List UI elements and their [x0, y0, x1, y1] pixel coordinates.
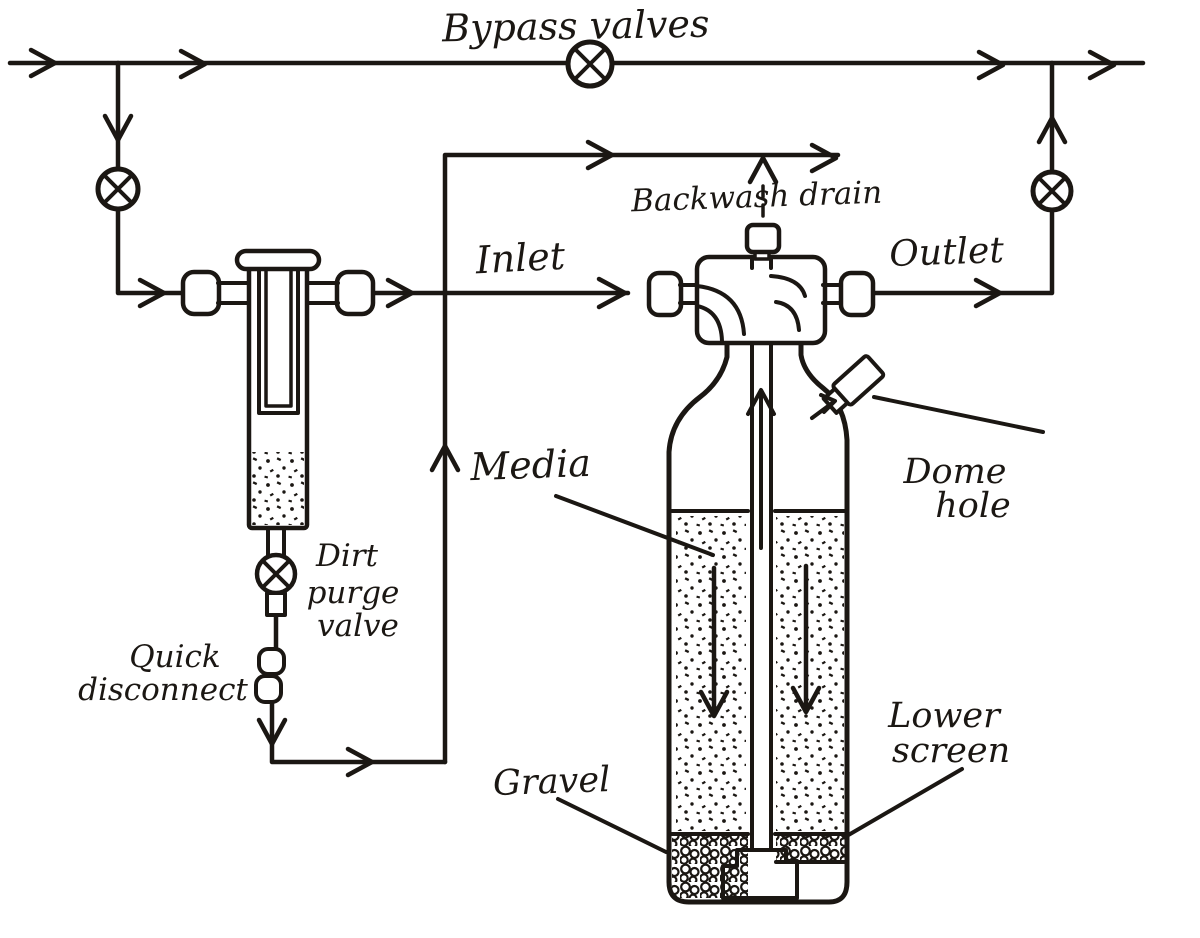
media-tank	[646, 222, 886, 905]
gravel-pointer-line	[556, 797, 668, 854]
media-bed-left	[676, 516, 746, 831]
flow-arrow-icon	[429, 443, 461, 473]
purge-outlet-stub	[265, 591, 287, 617]
dirt-purge-valve-icon	[254, 552, 298, 596]
head-internal-passages	[695, 274, 807, 343]
outlet-shutoff-valve-icon	[1030, 169, 1074, 213]
dirt-purge-valve-label-line3: valve	[317, 608, 399, 644]
tank-inlet-nut	[646, 270, 684, 318]
flow-arrow-icon	[345, 746, 375, 778]
flow-arrow-icon	[973, 277, 1003, 309]
filter-outlet-nut	[334, 269, 376, 317]
filter-cap	[234, 248, 322, 272]
bypass-valves-label: Bypass valves	[441, 2, 710, 51]
dome-hole-pointer-line	[872, 395, 1045, 434]
riser-tube	[750, 266, 773, 850]
trapped-dirt-specks	[252, 452, 304, 525]
flow-arrow-icon	[809, 142, 839, 174]
sediment-filter	[180, 248, 376, 704]
backwash-drain-label: Backwash drain	[630, 175, 883, 220]
flow-arrow-icon	[596, 276, 628, 310]
flow-arrow-icon	[137, 277, 167, 309]
dome-hole-label-line2: hole	[935, 486, 1011, 526]
quick-disconnect-fitting-bottom	[254, 674, 283, 704]
labels: Bypass valves Backwash drain Inlet Outle…	[78, 2, 1011, 804]
gravel-label: Gravel	[492, 760, 611, 804]
tank-body-outline	[666, 340, 850, 905]
lower-screen-label-line2: screen	[892, 731, 1010, 771]
riser-into-head	[750, 256, 773, 270]
label-pointers	[554, 395, 1045, 854]
flow-arrow-icon	[178, 48, 208, 80]
dirt-purge-valve-label-line2: purge	[307, 575, 400, 611]
lower-screen-block	[721, 848, 799, 900]
up-flow-arrow-riser	[746, 388, 776, 550]
tank-outlet-nut	[838, 270, 876, 318]
tank-port-pipes	[678, 283, 843, 305]
media-pointer-line	[554, 494, 715, 557]
media-bed-right	[776, 516, 844, 831]
filter-drain-stub	[266, 526, 286, 558]
inlet-drop-pipe	[102, 60, 186, 309]
outlet-pipe	[869, 60, 1068, 309]
control-head	[694, 254, 828, 346]
quick-disconnect-fitting-top	[257, 647, 286, 676]
flow-arrow-icon	[28, 47, 58, 79]
quick-disconnect-label-line2: disconnect	[78, 672, 248, 708]
purge-drain-pipe	[256, 613, 448, 778]
inlet-label: Inlet	[474, 234, 567, 283]
flow-arrow-icon	[747, 155, 779, 185]
down-flow-arrow-right	[790, 563, 822, 715]
filter-element-inner	[264, 267, 293, 408]
flow-arrow-icon	[102, 113, 134, 143]
lower-screen-pointer-line	[843, 767, 964, 839]
dome-hole-arrow-icon	[810, 393, 837, 420]
dirt-purge-valve-label-line1: Dirt	[315, 538, 379, 574]
flow-arrow-icon	[1036, 115, 1068, 145]
bypass-valve-icon	[565, 39, 615, 89]
lower-screen-label-line1: Lower	[887, 696, 1002, 736]
backwash-drain-pipe	[429, 139, 841, 765]
flow-arrow-icon	[256, 717, 288, 747]
filter-inlet-nut	[180, 269, 222, 317]
dome-hole-label-line1: Dome	[902, 452, 1006, 492]
filter-element-outer	[257, 267, 300, 415]
flow-arrow-icon	[976, 49, 1006, 81]
inlet-shutoff-valve-icon	[95, 166, 141, 212]
inlet-pipe	[369, 276, 631, 310]
outlet-label: Outlet	[889, 230, 1005, 275]
head-top-cap	[744, 222, 782, 255]
quick-disconnect-label-line1: Quick	[129, 639, 220, 675]
down-flow-arrow-left	[698, 565, 730, 719]
flow-arrow-icon	[585, 139, 615, 171]
media-label: Media	[469, 441, 592, 489]
flow-arrow-icon	[385, 277, 415, 309]
filter-port-pipes	[216, 281, 340, 305]
flow-arrow-icon	[1087, 49, 1117, 81]
